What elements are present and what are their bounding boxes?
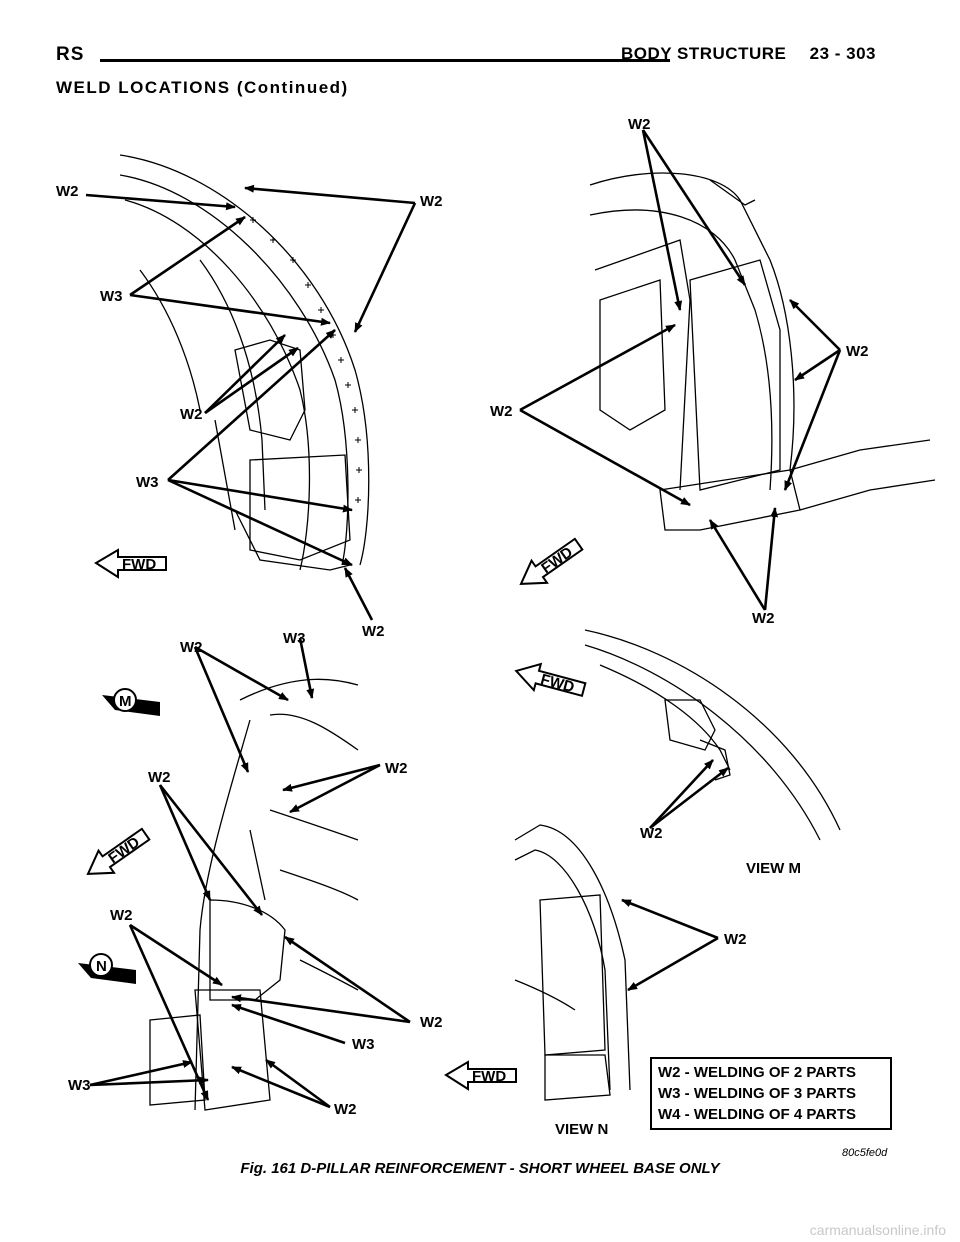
view-n-label: VIEW N — [555, 1121, 608, 1138]
weld-labels: W2 W2 W3 W2 W3 W2 W2 W2 W2 W2 W2 W3 W2 W… — [56, 116, 869, 1138]
legend-item-w3: W3 - WELDING OF 3 PARTS — [658, 1085, 857, 1102]
header-right: BODY STRUCTURE 23 - 303 — [621, 44, 876, 64]
figure-caption: Fig. 161 D-PILLAR REINFORCEMENT - SHORT … — [240, 1160, 720, 1177]
legend-item-w2: W2 - WELDING OF 2 PARTS — [658, 1064, 857, 1081]
label-w2: W2 — [420, 1014, 443, 1031]
fwd-arrow-5: FWD — [444, 1060, 517, 1091]
label-w2: W2 — [420, 193, 443, 210]
label-w2: W2 — [148, 769, 171, 786]
header-rule — [100, 59, 670, 62]
page-number: 23 - 303 — [809, 44, 876, 63]
label-w2: W2 — [180, 406, 203, 423]
fwd-arrow-3: FWD — [514, 662, 587, 698]
weld-pointer-arrows — [85, 129, 842, 1109]
label-w2: W2 — [385, 760, 408, 777]
view-m-label: VIEW M — [746, 860, 801, 877]
weld-legend: W2 - WELDING OF 2 PARTS W3 - WELDING OF … — [650, 1057, 892, 1130]
fwd-label-5: FWD — [472, 1068, 506, 1085]
label-w2: W2 — [56, 183, 79, 200]
label-w2: W2 — [490, 403, 513, 420]
label-w2: W2 — [180, 639, 203, 656]
pillar-drawing-top-right — [589, 172, 936, 531]
view-m-drawing — [584, 629, 841, 841]
marker-n-letter: N — [96, 958, 107, 975]
fwd-label-1: FWD — [122, 556, 156, 573]
label-w2: W2 — [334, 1101, 357, 1118]
figure-code: 80c5fe0d — [842, 1147, 888, 1159]
label-w2: W2 — [362, 623, 385, 640]
legend-item-w4: W4 - WELDING OF 4 PARTS — [658, 1106, 857, 1123]
label-w3: W3 — [352, 1036, 375, 1053]
footer-watermark: carmanualsonline.info — [809, 1222, 946, 1238]
fwd-arrow-1: FWD — [94, 548, 167, 579]
label-w2: W2 — [752, 610, 775, 627]
weld-location-illustration: FWD FWD FWD FWD FWD M N W2 W2 W3 W2 W3 W… — [56, 116, 936, 1138]
label-w2: W2 — [724, 931, 747, 948]
label-w3: W3 — [283, 630, 306, 647]
label-w2: W2 — [110, 907, 133, 924]
label-w2: W2 — [640, 825, 663, 842]
label-w3: W3 — [136, 474, 159, 491]
header-title: BODY STRUCTURE — [621, 44, 787, 63]
pillar-drawing-bottom-left — [149, 678, 359, 1111]
fwd-arrow-4: FWD — [86, 827, 151, 875]
fwd-label-3: FWD — [539, 671, 577, 696]
view-n-marker: N — [78, 953, 136, 984]
view-m-marker: M — [102, 688, 160, 716]
marker-m-letter: M — [119, 693, 132, 710]
view-n-drawing — [514, 824, 631, 1101]
label-w2: W2 — [628, 116, 651, 133]
section-title: WELD LOCATIONS (Continued) — [56, 78, 349, 97]
fwd-arrow-2: FWD — [519, 537, 584, 585]
label-w3: W3 — [68, 1077, 91, 1094]
label-w3: W3 — [100, 288, 123, 305]
label-w2: W2 — [846, 343, 869, 360]
header-section-code: RS — [56, 44, 85, 65]
